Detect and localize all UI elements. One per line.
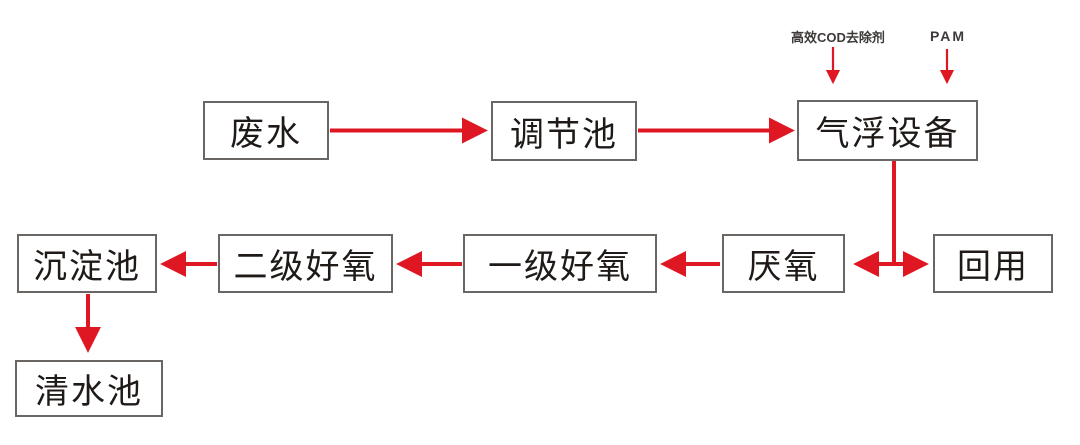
node-anaerobic: 厌氧 bbox=[722, 234, 845, 293]
node-regulating-tank: 调节池 bbox=[491, 101, 637, 161]
node-sedimentation-tank: 沉淀池 bbox=[17, 234, 157, 293]
node-regulating-tank-label: 调节池 bbox=[510, 115, 618, 154]
node-anaerobic-label: 厌氧 bbox=[747, 248, 820, 286]
node-air-flotation: 气浮设备 bbox=[797, 100, 978, 161]
node-clean-water-tank: 清水池 bbox=[15, 360, 163, 417]
node-primary-aerobic-label: 一级好氧 bbox=[488, 248, 632, 286]
node-wastewater: 废水 bbox=[203, 101, 329, 160]
node-primary-aerobic: 一级好氧 bbox=[463, 234, 657, 293]
node-reuse: 回用 bbox=[933, 234, 1053, 293]
node-clean-water-tank-label: 清水池 bbox=[35, 373, 143, 411]
node-reuse-label: 回用 bbox=[957, 248, 1029, 286]
node-sedimentation-tank-label: 沉淀池 bbox=[33, 248, 141, 286]
annotation-cod-remover: 高效COD去除剂 bbox=[791, 30, 885, 45]
node-wastewater-label: 废水 bbox=[230, 115, 302, 153]
annotation-pam: PAM bbox=[929, 28, 967, 44]
node-secondary-aerobic-label: 二级好氧 bbox=[233, 248, 378, 286]
node-air-flotation-label: 气浮设备 bbox=[815, 115, 960, 153]
node-secondary-aerobic: 二级好氧 bbox=[218, 234, 393, 293]
